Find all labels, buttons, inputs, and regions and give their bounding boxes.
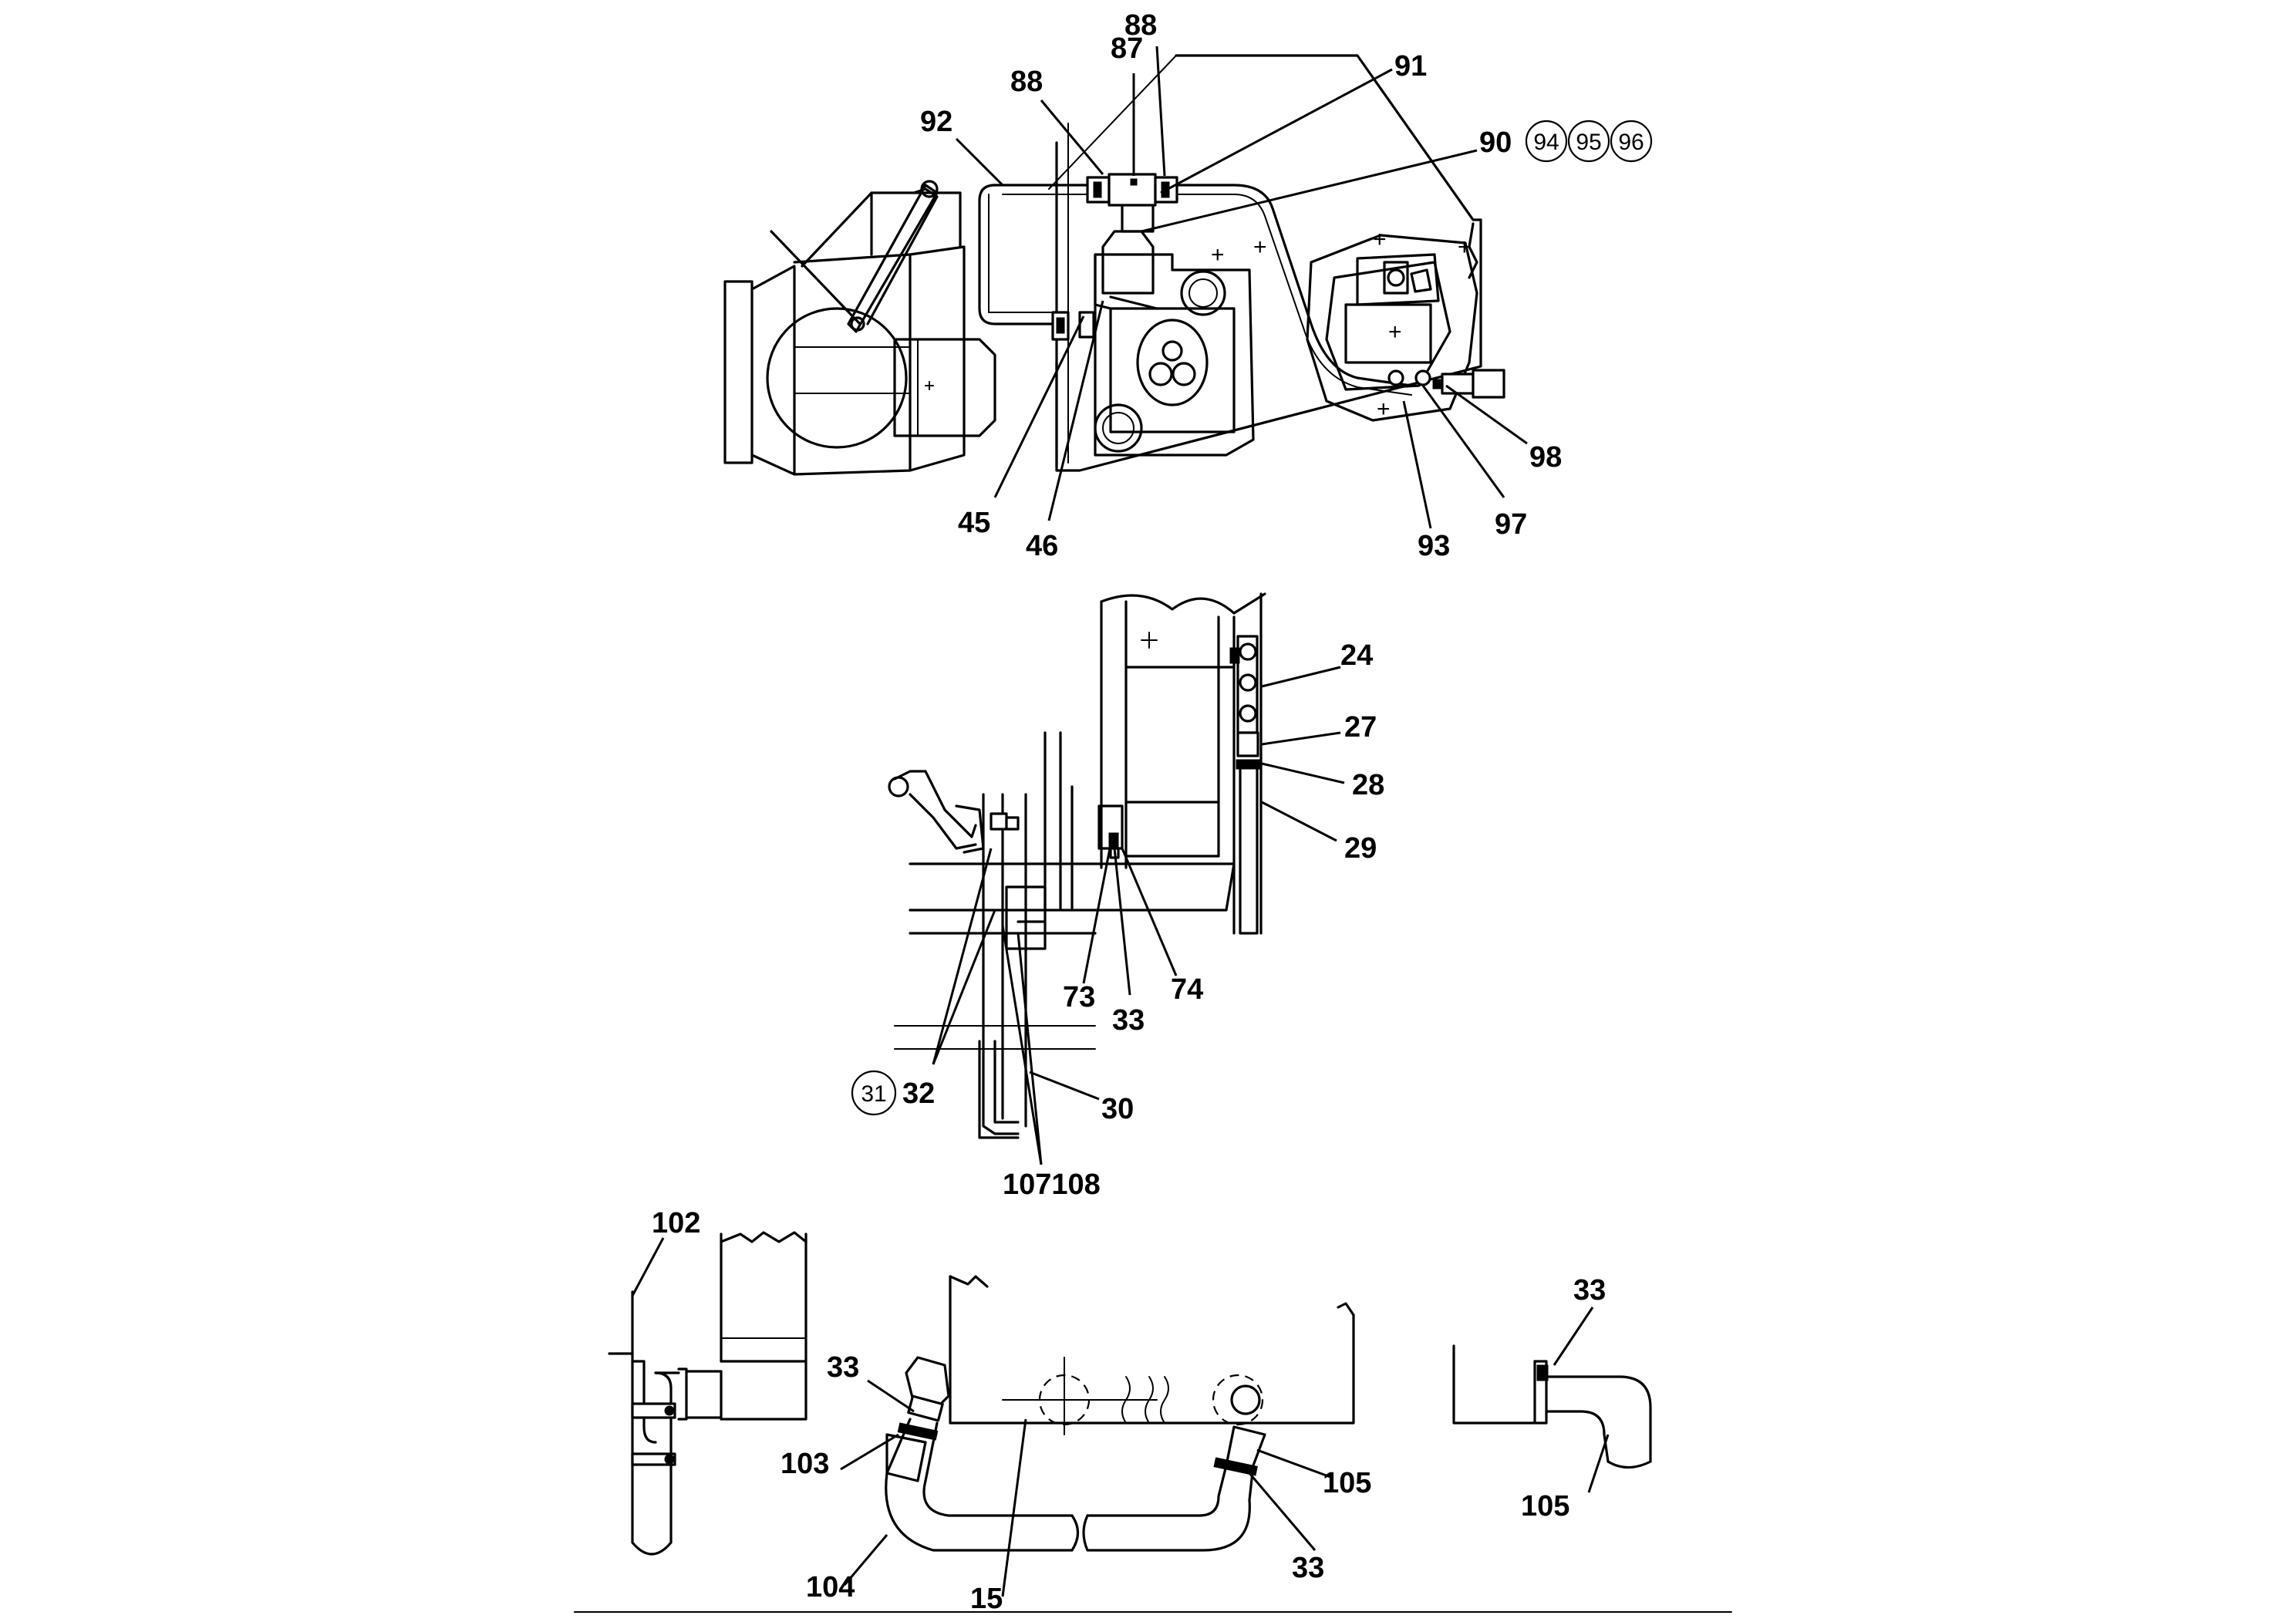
callout-88-upper: 88 xyxy=(1124,9,1157,42)
callout-33-left: 33 xyxy=(827,1351,859,1384)
svg-text:96: 96 xyxy=(1618,130,1644,155)
callout-104: 104 xyxy=(806,1571,855,1603)
middle-assembly xyxy=(888,592,1345,1165)
svg-text:+: + xyxy=(1377,396,1391,422)
svg-text:31: 31 xyxy=(861,1081,886,1107)
callout-91: 91 xyxy=(1394,50,1427,83)
callout-24: 24 xyxy=(1340,639,1373,672)
callout-93: 93 xyxy=(1418,530,1450,562)
callout-33-right: 33 xyxy=(1573,1274,1606,1307)
callout-88-lower: 88 xyxy=(1010,66,1043,98)
callout-28: 28 xyxy=(1352,769,1384,801)
circled-callout-31: 31 xyxy=(851,1070,897,1116)
svg-text:+: + xyxy=(1211,242,1225,268)
svg-text:+: + xyxy=(1388,319,1402,345)
svg-text:94: 94 xyxy=(1533,130,1559,155)
svg-text:+: + xyxy=(1373,227,1387,252)
callout-33-middle: 33 xyxy=(1112,1004,1145,1037)
callout-74: 74 xyxy=(1171,973,1203,1006)
callout-107-108: 107108 xyxy=(1003,1168,1101,1201)
bottom-assembly xyxy=(574,1231,1732,1613)
callout-87: 87 xyxy=(1111,32,1143,65)
top-assembly: + + + + + + xyxy=(723,46,1528,529)
callout-105-right: 105 xyxy=(1521,1490,1569,1523)
callout-103: 103 xyxy=(781,1448,829,1480)
circled-callout-96: 96 xyxy=(1610,120,1653,163)
callout-90: 90 xyxy=(1479,126,1512,159)
callout-32: 32 xyxy=(902,1077,935,1110)
svg-text:+: + xyxy=(1253,234,1267,260)
callout-33-center: 33 xyxy=(1292,1552,1324,1584)
callout-15: 15 xyxy=(970,1583,1003,1615)
callout-105-center: 105 xyxy=(1323,1467,1371,1499)
callout-46: 46 xyxy=(1026,530,1058,562)
callout-97: 97 xyxy=(1495,508,1527,541)
circled-callout-94: 94 xyxy=(1525,120,1568,163)
callout-30: 30 xyxy=(1101,1093,1134,1125)
callout-45: 45 xyxy=(958,507,990,539)
circled-callout-95: 95 xyxy=(1567,120,1610,163)
callout-92: 92 xyxy=(920,106,952,138)
callout-73: 73 xyxy=(1063,981,1095,1013)
svg-text:+: + xyxy=(1458,234,1472,260)
callout-29: 29 xyxy=(1344,832,1377,865)
svg-text:95: 95 xyxy=(1576,130,1601,155)
callout-27: 27 xyxy=(1344,711,1377,744)
callout-98: 98 xyxy=(1529,441,1562,474)
callout-102: 102 xyxy=(652,1207,700,1239)
